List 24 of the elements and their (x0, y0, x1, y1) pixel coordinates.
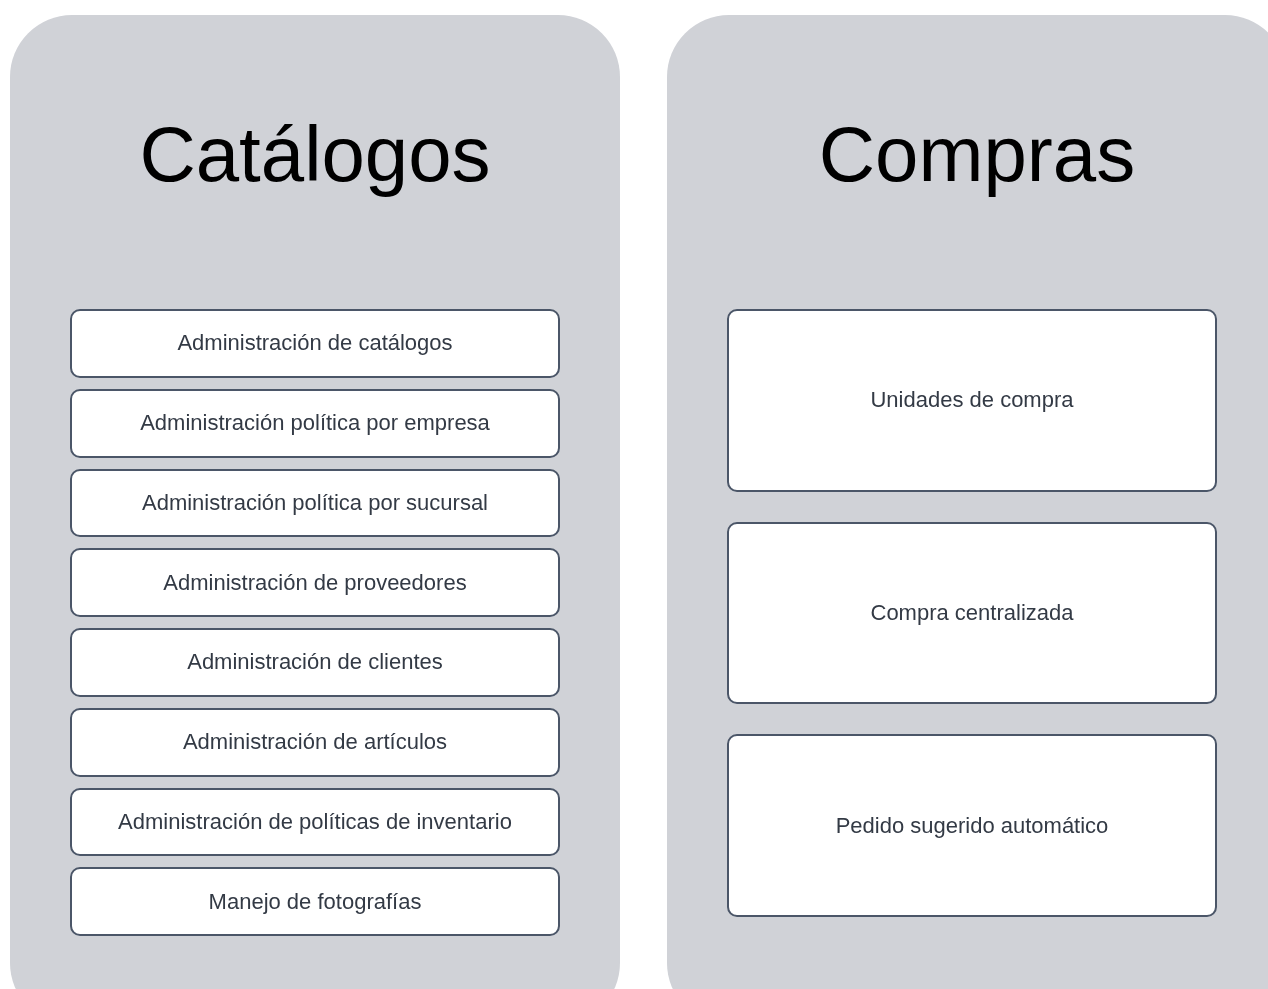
item-box (70, 388, 560, 458)
item-box (70, 548, 560, 617)
item-label: Administración de catálogos (177, 330, 453, 357)
item-label: Manejo de fotografías (208, 888, 422, 915)
item-box (70, 628, 560, 697)
item-box (70, 468, 560, 538)
item-box (727, 309, 1217, 492)
item-label: Administración de artículos (182, 729, 448, 756)
item-box (727, 521, 1217, 705)
item-label: Administración de proveedores (163, 569, 467, 596)
item-label: Administración de clientes (187, 649, 443, 676)
item-label: Administración política por sucursal (141, 489, 488, 516)
item-box (70, 787, 560, 857)
group-panel (10, 15, 620, 989)
item-box (70, 707, 560, 777)
group-panel (667, 15, 1268, 989)
item-box (727, 734, 1217, 917)
item-label: Administración política por empresa (140, 410, 490, 437)
item-label: Administración de políticas de inventario (118, 808, 512, 835)
item-box (70, 309, 560, 378)
item-box (70, 867, 560, 936)
item-label: Unidades de compra (870, 387, 1074, 414)
item-label: Pedido sugerido automático (835, 812, 1109, 839)
item-label: Compra centralizada (870, 600, 1074, 626)
